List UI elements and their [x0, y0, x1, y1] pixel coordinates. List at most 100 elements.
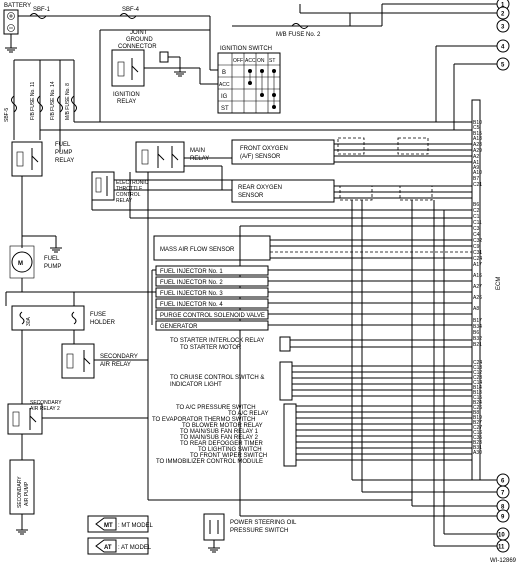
ecm-pin-c32: C32	[473, 238, 482, 244]
connector-7-number: 7	[501, 491, 505, 497]
main-relay-label-2: RELAY	[190, 156, 209, 162]
fb-fuse11-label: F/B FUSE No. 11	[30, 82, 36, 120]
main-relay-label-1: MAIN	[190, 148, 205, 154]
mt-badge-icon	[95, 517, 117, 531]
fuel-pump-relay-box	[11, 141, 43, 177]
fuse-holder-fuse2-icon	[71, 311, 77, 325]
fuse-sbf4-icon	[119, 13, 137, 19]
fuse-holder-box	[11, 305, 85, 331]
ecm-pin-c24: C24	[473, 360, 482, 366]
ign-row-acc: ACC	[219, 82, 230, 88]
ecm-pin-c2: C2	[473, 208, 480, 214]
etc-relay-label-3: CONTROL	[116, 192, 141, 198]
mt-legend: MT : MT MODEL	[87, 515, 154, 533]
ecm-pin-a28: A28	[473, 142, 482, 148]
at-badge-text: AT	[104, 545, 112, 551]
ecm-pin-b6: B6	[473, 330, 479, 336]
secondary-air-relay2-label-1: SECONDARY	[30, 400, 62, 406]
ecm-pin-c1: C1	[473, 214, 480, 220]
dest-cruise-control: TO CRUISE CONTROL SWITCH &	[170, 375, 264, 381]
power-steering-switch-box	[203, 513, 225, 541]
ecm-pin-a27: A27	[473, 284, 482, 290]
ecm-pin-b34: B34	[473, 324, 482, 330]
ecm-pin-b8: B8	[473, 410, 479, 416]
etc-relay-coil-icon	[95, 177, 102, 193]
ecm-pin-a29: A29	[473, 148, 482, 154]
mass-air-flow-sensor-box	[153, 235, 271, 261]
ecm-pin-b31: B31	[473, 445, 482, 451]
connector-9-number: 9	[501, 515, 505, 521]
connector-3-number: 3	[501, 25, 505, 31]
ecm-pin-c27: C27	[473, 425, 482, 431]
ign-col-st: ST	[269, 58, 275, 64]
component-injector-1: FUEL INJECTOR No. 1	[160, 269, 223, 275]
front-o2-label-1: FRONT OXYGEN	[240, 146, 288, 152]
component-injector-4: FUEL INJECTOR No. 4	[160, 302, 223, 308]
joint-label-3: CONNECTOR	[118, 44, 157, 50]
connector-10-number: 10	[498, 533, 505, 539]
connector-2-circle	[496, 6, 510, 20]
at-legend-text: : AT MODEL	[118, 545, 152, 551]
dest-ac-relay: TO A/C RELAY	[228, 411, 268, 417]
ecm-pin-b21: B21	[473, 342, 482, 348]
ecm-pin-c24: C24	[473, 256, 482, 262]
secondary-air-pump-box	[9, 459, 35, 515]
ecm-pin-c14: C14	[473, 380, 482, 386]
dest-immobilizer: TO IMMOBILIZER CONTROL MODULE	[156, 459, 263, 465]
dest-evaporator: TO EVAPORATOR THERMO SWITCH	[152, 417, 255, 423]
ecm-pin-b10: B10	[473, 120, 482, 126]
sbf4-label: SBF-4	[122, 7, 140, 13]
ecm-pin-a1: A1	[473, 160, 479, 166]
dest-starter-motor: TO STARTER MOTOR	[180, 345, 242, 351]
rear-oxygen-sensor-box	[231, 179, 335, 203]
ign-row-ig: IG	[221, 94, 228, 100]
mb-fuse8-label: M/B FUSE No. 8	[65, 83, 71, 120]
fuse-holder-label-2: HOLDER	[90, 320, 116, 326]
fuse-fb14-icon	[57, 95, 63, 113]
ground-fuel-pump-icon	[50, 247, 62, 253]
dest-front-wiper: TO FRONT WIPER SWITCH	[190, 453, 267, 459]
connector-5-number: 5	[501, 63, 505, 69]
fuel-pump-relay-label-1: FUEL	[55, 142, 71, 148]
main-relay-box	[135, 141, 185, 173]
destinations-group2: TO CRUISE CONTROL SWITCH & INDICATOR LIG…	[170, 375, 264, 388]
ecm-pin-a10: A10	[473, 170, 482, 176]
ecm-pin-b24: B24	[473, 400, 482, 406]
dest-indicator-light: INDICATOR LIGHT	[170, 382, 222, 388]
ecm-pin-c9: C9	[473, 244, 480, 250]
ecm-pin-b27: B27	[473, 420, 482, 426]
fb-fuse14-label: F/B FUSE No. 14	[50, 81, 56, 120]
main-relay-coil-icon	[141, 149, 149, 165]
rear-o2-label-1: REAR OXYGEN	[238, 185, 282, 191]
fuel-pump-relay-label-2: PUMP	[55, 150, 72, 156]
component-injector-3: FUEL INJECTOR No. 3	[160, 291, 223, 297]
ecm-pin-a9: A9	[473, 165, 479, 171]
secondary-air-relay2-label-2: AIR RELAY 2	[30, 406, 60, 412]
ecm-pin-c5: C5	[473, 125, 480, 131]
component-boxes: FUEL INJECTOR No. 1 FUEL INJECTOR No. 2 …	[155, 265, 269, 331]
ign-row-b: B	[222, 70, 226, 76]
ecm-pin-c15: C15	[473, 395, 482, 401]
dest-ac-pressure: TO A/C PRESSURE SWITCH	[176, 405, 256, 411]
mb-fuse2-label: M/B FUSE No. 2	[276, 32, 321, 38]
battery-label: BATTERY	[4, 3, 31, 9]
dest-fan-relay2: TO MAIN/SUB FAN RELAY 2	[180, 435, 259, 441]
joint-label-2: GROUND	[126, 37, 153, 43]
connector-3-circle	[496, 19, 510, 33]
connector-2-number: 2	[501, 12, 505, 18]
connector-4-number: 4	[501, 45, 505, 51]
ecm-pin-c23: C23	[473, 375, 482, 381]
connector-7-circle	[496, 485, 510, 499]
ecm-pin-c26: C26	[473, 405, 482, 411]
component-purge-solenoid: PURGE CONTROL SOLENOID VALVE	[160, 313, 265, 319]
component-generator: GENERATOR	[160, 324, 198, 330]
etc-relay-label-4: RELAY	[116, 198, 133, 204]
connector-6-number: 6	[501, 479, 505, 485]
ground-battery-icon	[5, 47, 17, 53]
battery-symbol	[3, 9, 19, 35]
fuse-fb11-icon	[37, 95, 43, 113]
ecm-pin-b17: B17	[473, 318, 482, 324]
ecm-pin-c21: C21	[473, 182, 482, 188]
